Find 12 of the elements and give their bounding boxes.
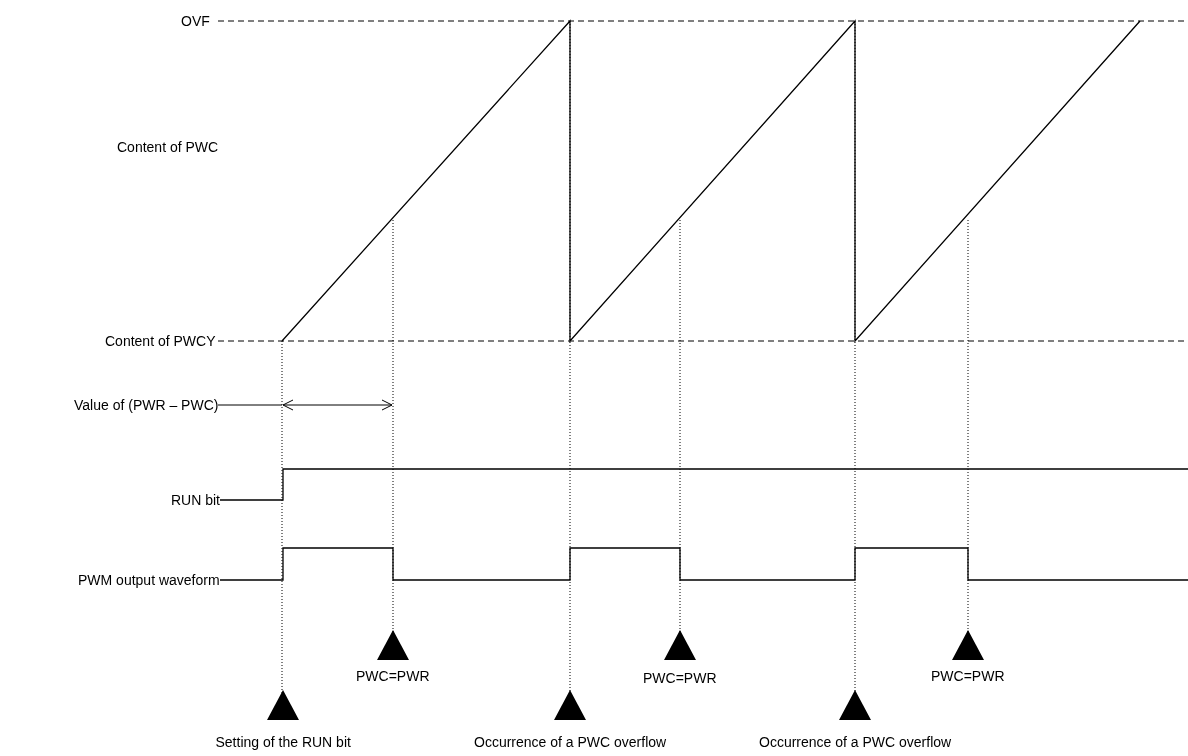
signal-label: PWM output waveform bbox=[78, 572, 220, 588]
event-label: PWC=PWR bbox=[356, 668, 430, 684]
event-label: PWC=PWR bbox=[931, 668, 1005, 684]
level-label: Content of PWCY bbox=[105, 333, 216, 349]
event-label: PWC=PWR bbox=[643, 670, 717, 686]
axis-label: Content of PWC bbox=[117, 139, 219, 155]
signal-label: RUN bit bbox=[171, 492, 220, 508]
level-label: OVF bbox=[181, 13, 210, 29]
event-label: Occurrence of a PWC overflow bbox=[759, 734, 952, 750]
dimension-label: Value of (PWR – PWC) bbox=[74, 397, 219, 413]
event-label: Occurrence of a PWC overflow bbox=[474, 734, 667, 750]
event-label: Setting of the RUN bit bbox=[215, 734, 351, 750]
